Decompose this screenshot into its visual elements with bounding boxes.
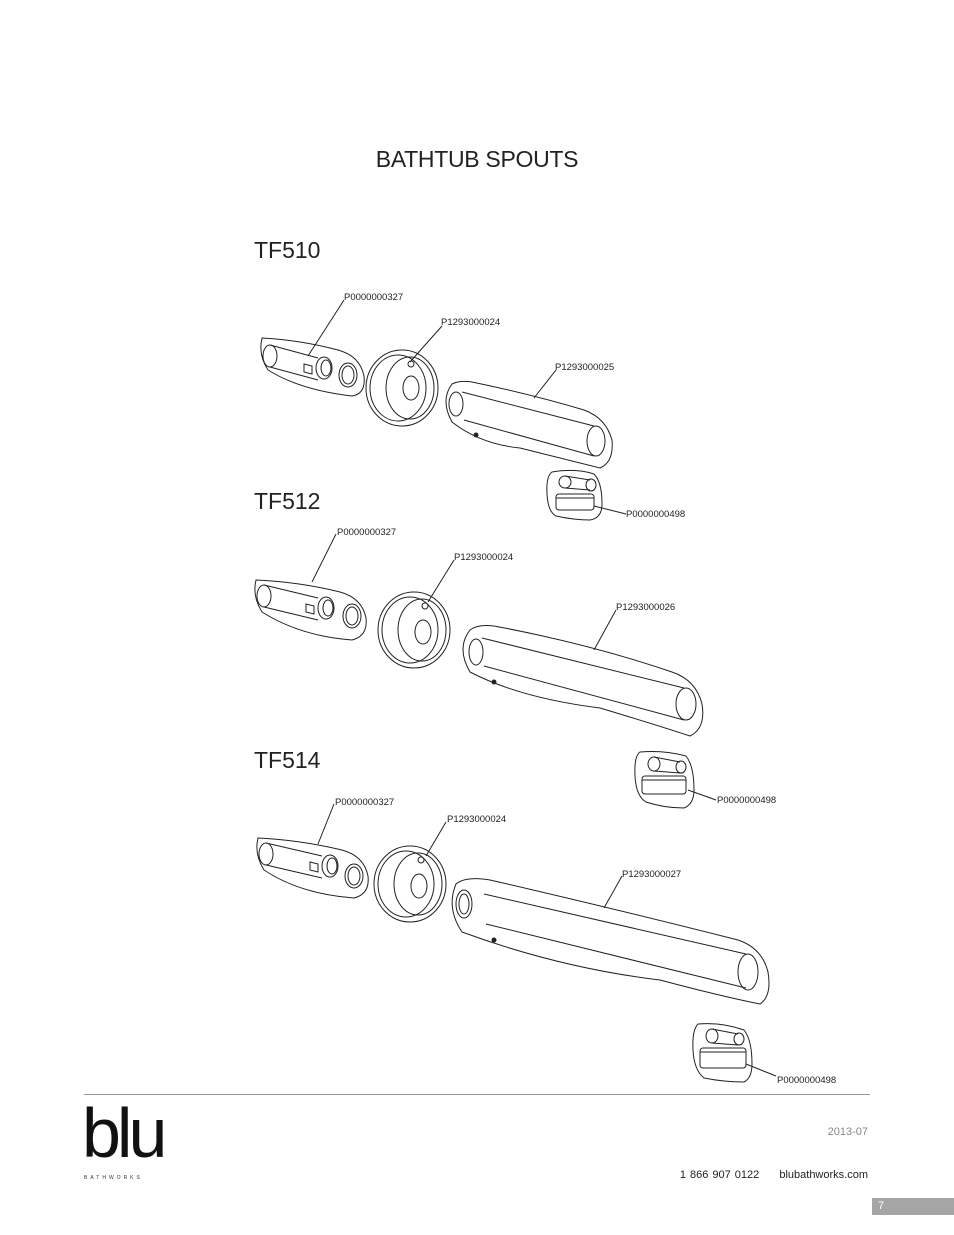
model-heading-tf510: TF510 — [254, 237, 321, 263]
sleeve-part — [256, 837, 369, 899]
spout-part — [462, 625, 704, 737]
contact-info: 1 866 907 0122 blubathworks.com — [680, 1169, 868, 1181]
footer-divider — [84, 1094, 870, 1095]
part-label-tf514-sleeve: P0000000327 — [335, 797, 394, 808]
part-label-tf512-flange: P1293000024 — [454, 552, 513, 563]
flange-part — [365, 349, 439, 427]
part-label-tf514-aerator: P0000000498 — [777, 1075, 836, 1086]
assembly-tf512 — [254, 533, 717, 809]
brand-logo: blu — [82, 1094, 167, 1172]
spout-part — [445, 380, 613, 469]
sleeve-part — [260, 337, 365, 397]
model-heading-tf512: TF512 — [254, 488, 321, 514]
spout-part — [451, 878, 770, 1005]
page-title: BATHTUB SPOUTS — [375, 146, 579, 172]
page-number: 7 — [878, 1200, 885, 1212]
part-label-tf510-aerator: P0000000498 — [626, 509, 685, 520]
part-label-tf514-spout: P1293000027 — [622, 869, 681, 880]
assembly-tf514 — [256, 803, 777, 1083]
brand-logo-subtitle: BATHWORKS — [84, 1175, 143, 1181]
part-label-tf512-aerator: P0000000498 — [717, 795, 776, 806]
flange-part — [377, 591, 451, 669]
phone-number: 1 866 907 0122 — [679, 1169, 760, 1181]
aerator-part — [546, 469, 603, 521]
part-label-tf510-sleeve: P0000000327 — [344, 292, 403, 303]
model-heading-tf514: TF514 — [254, 747, 321, 773]
part-label-tf512-spout: P1293000026 — [616, 602, 675, 613]
part-label-tf510-spout: P1293000025 — [555, 362, 614, 373]
aerator-part — [634, 751, 695, 809]
part-label-tf510-flange: P1293000024 — [441, 317, 500, 328]
aerator-part — [692, 1023, 753, 1083]
assembly-tf510 — [260, 299, 627, 521]
website-link[interactable]: blubathworks.com — [779, 1169, 868, 1181]
part-label-tf514-flange: P1293000024 — [447, 814, 506, 825]
page-number-tab: 7 — [872, 1198, 954, 1215]
part-label-tf512-sleeve: P0000000327 — [337, 527, 396, 538]
flange-part — [373, 845, 447, 923]
revision-date: 2013-07 — [827, 1126, 868, 1138]
sleeve-part — [254, 579, 367, 641]
